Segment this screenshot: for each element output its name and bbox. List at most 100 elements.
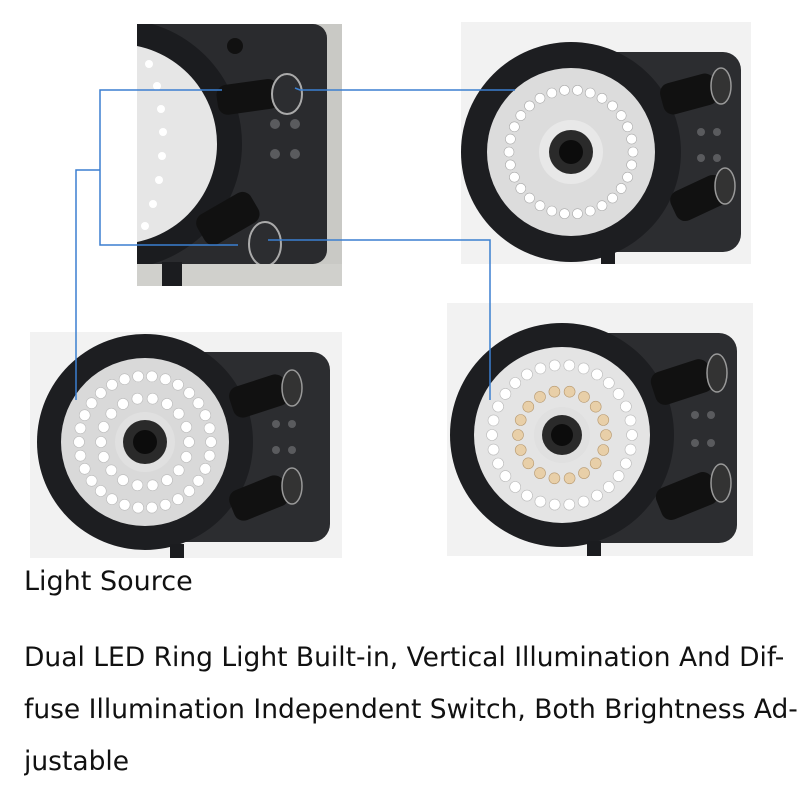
led [159,499,172,511]
description-line-2: fuse Illumination Independent Switch, Bo… [24,694,798,725]
led [199,463,212,475]
led [591,368,603,381]
led [146,392,159,405]
led [74,449,87,462]
led [534,495,547,508]
led [589,400,602,413]
led [577,495,590,508]
led [183,436,195,448]
led [578,467,590,479]
led [620,400,632,413]
led [534,200,546,211]
led [577,362,590,375]
led [514,444,527,456]
led [521,368,533,381]
led [161,474,173,486]
led [117,398,129,410]
led [522,457,535,470]
led [132,501,144,514]
led [199,409,212,421]
led [512,429,524,441]
led [546,87,558,99]
led [172,378,184,391]
led [563,472,576,485]
led [146,501,158,514]
led [95,485,107,497]
led [505,159,516,171]
led [620,457,632,470]
led [597,444,610,456]
led [597,414,610,426]
led [534,391,546,403]
led [524,192,535,204]
led [95,387,107,399]
led [172,407,185,420]
led [548,472,561,485]
led [106,493,118,505]
led [131,392,144,405]
led [615,110,627,121]
led [85,397,98,409]
knob-closeup-photo [137,24,342,286]
led [117,474,129,486]
led [74,422,87,435]
led [503,146,515,158]
led [548,385,561,398]
led [131,479,144,492]
led [97,451,110,463]
led [97,421,110,433]
led [589,457,602,470]
led [146,479,159,492]
led [514,414,527,426]
led [615,183,627,194]
led [499,388,512,400]
led [622,121,633,133]
led [172,464,185,477]
led [534,362,547,375]
led [563,359,576,372]
description-line-1: Dual LED Ring Light Built-in, Vertical I… [24,642,785,673]
led [548,498,561,511]
led [118,373,131,386]
led [492,457,504,470]
led [172,493,184,505]
led [192,397,205,409]
led [105,464,118,477]
description-line-3: justable [24,746,130,777]
led [626,133,637,145]
led [515,110,527,121]
device-photo-top-right [461,22,751,264]
led [73,436,85,448]
led [118,499,131,511]
led [624,414,637,427]
led [548,359,561,372]
led [203,449,216,462]
led [622,171,633,183]
led [515,183,527,194]
led [584,87,596,99]
led [626,159,637,171]
led [509,481,521,493]
led [559,208,570,219]
led [534,93,546,104]
led [603,481,615,493]
led [95,436,107,448]
led [563,498,576,511]
led [192,475,205,487]
led [159,373,172,386]
led [591,489,603,502]
led [627,146,639,158]
led [509,171,520,183]
led [534,467,546,479]
led [626,429,638,441]
led [492,400,504,413]
led [205,436,217,448]
led [180,451,193,463]
led [78,409,91,421]
section-heading: Light Source [24,566,193,597]
led [161,398,173,410]
led [183,387,195,399]
led [180,421,193,433]
device-photo-bottom-left [30,332,342,558]
led [487,414,500,427]
